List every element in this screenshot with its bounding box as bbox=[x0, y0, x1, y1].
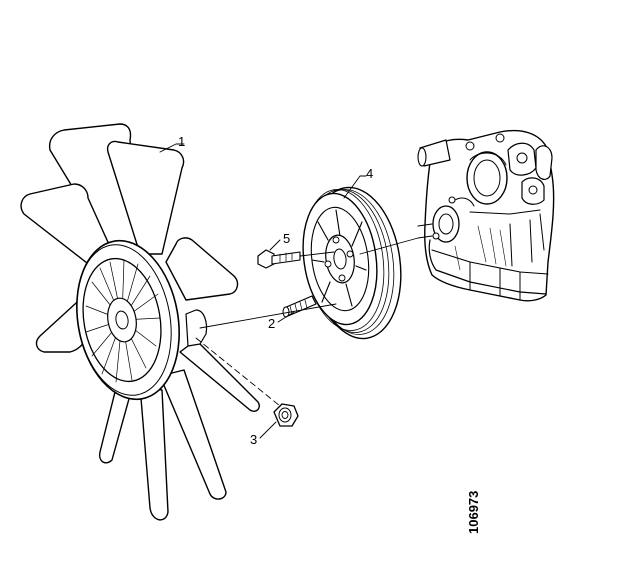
callout-1: 1 bbox=[178, 134, 185, 149]
callout-4: 4 bbox=[366, 166, 373, 181]
fan-assembly bbox=[20, 123, 260, 521]
callout-3: 3 bbox=[250, 432, 257, 447]
leader-lines bbox=[159, 143, 367, 439]
stud bbox=[282, 295, 317, 318]
callout-5: 5 bbox=[283, 231, 290, 246]
pulley bbox=[302, 186, 402, 340]
alignment-lines bbox=[195, 237, 419, 407]
engine-housing bbox=[417, 129, 555, 302]
callout-2: 2 bbox=[268, 316, 275, 331]
bolt bbox=[257, 249, 301, 269]
reference-number: 106973 bbox=[466, 491, 481, 534]
nut bbox=[273, 403, 299, 427]
coupling-fins bbox=[85, 259, 161, 383]
